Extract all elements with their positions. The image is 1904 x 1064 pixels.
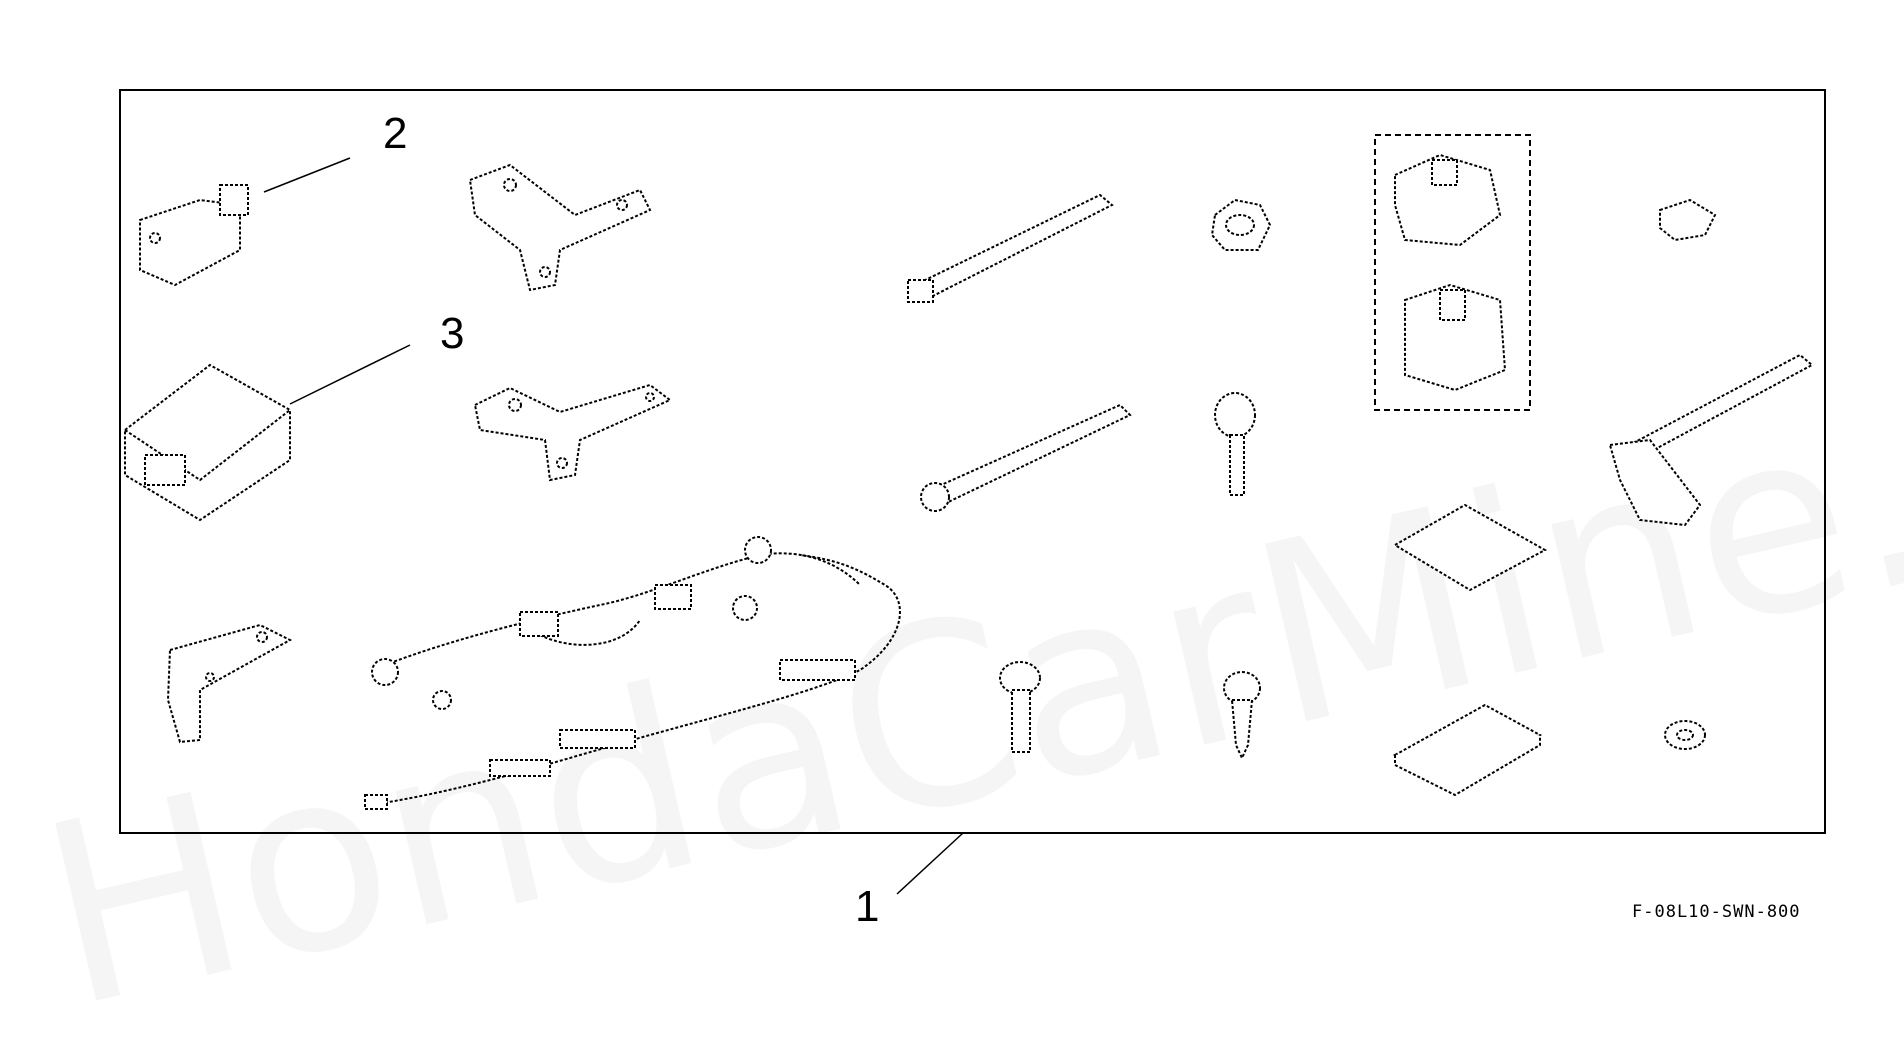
bracket-middle xyxy=(473,383,672,482)
small-clip xyxy=(1659,198,1717,242)
cable-tie-clip xyxy=(1608,353,1814,527)
control-unit-part xyxy=(124,363,291,522)
cable-tie-long-upper xyxy=(907,193,1114,303)
leader-line-2 xyxy=(263,157,351,193)
screw-upper xyxy=(1214,392,1256,496)
callout-3: 3 xyxy=(440,309,465,358)
relay-upper xyxy=(1394,153,1502,247)
leader-line-1 xyxy=(896,832,964,895)
parts-diagram xyxy=(119,89,1826,895)
flange-nut xyxy=(1210,198,1272,251)
switch-connector-part xyxy=(139,184,249,287)
washer xyxy=(1664,720,1706,750)
cable-tie-long-lower xyxy=(920,403,1132,512)
kit-frame xyxy=(119,89,1826,834)
callout-2: 2 xyxy=(383,109,408,158)
wire-harness-part xyxy=(364,536,901,810)
relay-group-box xyxy=(1374,134,1531,411)
bolt-lower xyxy=(999,661,1041,753)
bracket-lower xyxy=(166,623,293,744)
double-sided-tape xyxy=(1392,703,1543,797)
callout-1: 1 xyxy=(855,882,880,931)
drawing-code: F-08L10-SWN-800 xyxy=(1632,902,1801,922)
tapping-screw-lower xyxy=(1223,671,1261,761)
relay-lower xyxy=(1404,283,1507,392)
foam-pad xyxy=(1393,503,1548,592)
bracket-upper xyxy=(468,163,652,292)
leader-line-3 xyxy=(289,344,411,405)
